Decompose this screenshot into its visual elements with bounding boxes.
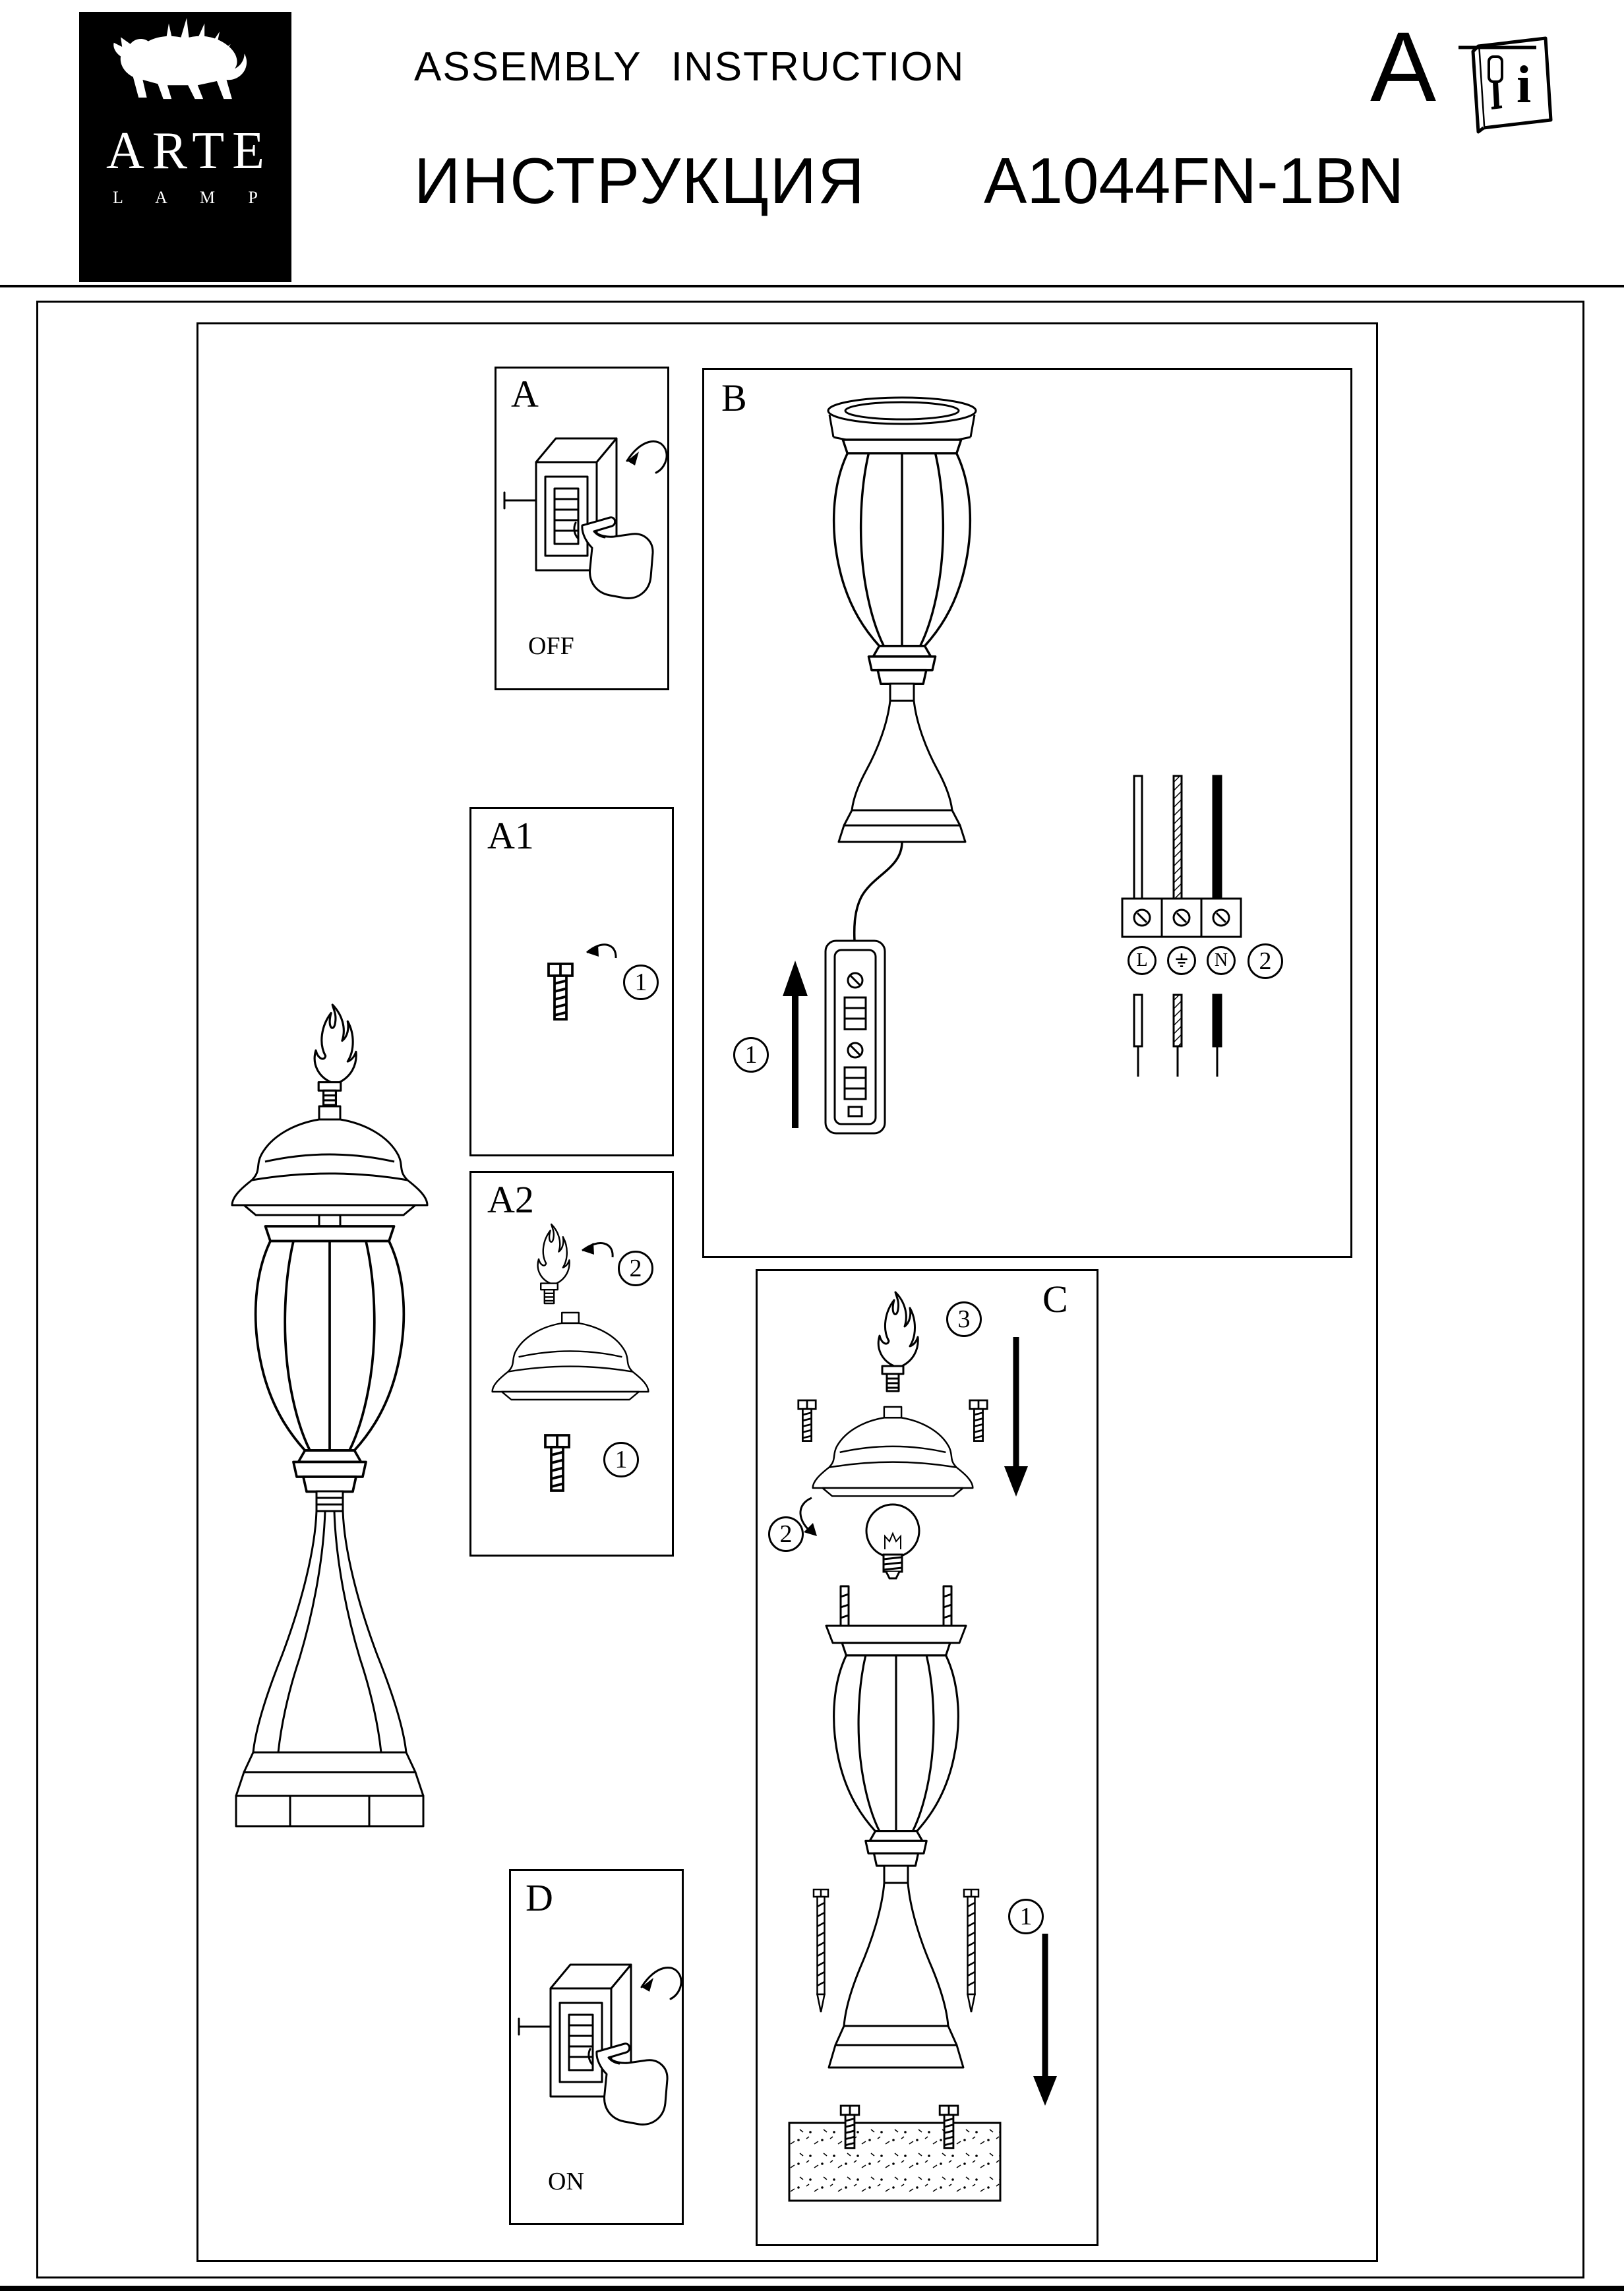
content-frame-outer	[36, 301, 1584, 2278]
lamp-neck	[318, 1214, 342, 1228]
terminal-plate	[824, 939, 886, 1135]
ground-block	[788, 2104, 1002, 2202]
panel-a1-label: A1	[487, 814, 534, 857]
step-1-badge: 1	[623, 965, 659, 1000]
step-1-badge: 1	[603, 1442, 639, 1477]
step-1-badge: 1	[1008, 1899, 1044, 1934]
switch-off-label: OFF	[528, 632, 574, 660]
info-letter: i	[1517, 56, 1532, 114]
brand-name: ARTE	[105, 122, 273, 180]
content-frame-inner	[196, 322, 1378, 2262]
assembled-lamp-drawing	[231, 1003, 429, 1828]
arrowhead	[587, 945, 599, 957]
panel-c-label: C	[1042, 1278, 1068, 1321]
lamp-wiring-drawing	[783, 396, 1242, 1135]
section-letter: A	[1370, 11, 1437, 122]
screw-step-drawing	[547, 943, 617, 1021]
lantern-flange	[825, 1585, 967, 1644]
switch-on-label: ON	[548, 2168, 584, 2195]
step-1-badge: 1	[733, 1037, 769, 1073]
switch-on-drawing	[518, 1963, 682, 2126]
power-cord	[853, 841, 903, 941]
cap-down-arrow	[1004, 1337, 1028, 1497]
finial-cap-drawing	[491, 1223, 649, 1492]
panel-d: D ON	[509, 1869, 684, 2225]
lamp-pedestal	[827, 1864, 965, 2069]
panel-b: B	[702, 368, 1352, 1258]
step-2-badge: 2	[1248, 943, 1283, 979]
insert-up-arrow	[783, 961, 808, 1128]
terminal-l-badge: L	[1128, 946, 1157, 975]
lantern-top	[827, 396, 977, 446]
title-russian: ИНСТРУКЦИЯ	[414, 144, 866, 217]
header-divider	[0, 285, 1624, 287]
winged-lion-icon	[113, 18, 247, 100]
wiring-detail	[1121, 775, 1242, 1077]
panel-b-label: B	[721, 376, 747, 419]
manual-book-icon: i	[1459, 28, 1557, 138]
panel-a2-label: A2	[487, 1178, 534, 1221]
lamp-pedestal	[235, 1490, 425, 1828]
page-bottom-edge	[0, 2286, 1624, 2291]
panel-a-label: A	[511, 372, 539, 415]
brand-logo: ARTE L A M P	[79, 12, 291, 282]
step-3-badge: 3	[946, 1301, 982, 1337]
step-2-badge: 2	[768, 1516, 804, 1552]
arrowhead	[804, 1523, 817, 1536]
panel-d-label: D	[526, 1876, 553, 1919]
anchor-down-arrow	[1033, 1934, 1057, 2106]
exploded-assembly-drawing	[788, 1291, 1057, 2202]
lantern-stand	[837, 682, 967, 843]
panel-a2: A2 2 1	[469, 1171, 674, 1557]
title-english: ASSEMBLY INSTRUCTION	[414, 44, 965, 90]
panel-a1: A1 1	[469, 807, 674, 1156]
step-2-badge: 2	[618, 1251, 653, 1286]
arrowhead	[582, 1243, 594, 1255]
switch-off-drawing	[503, 437, 668, 599]
brand-subtitle: L A M P	[113, 188, 272, 207]
terminal-earth-badge	[1167, 946, 1196, 975]
panel-a: A OFF	[495, 367, 669, 690]
model-number: A1044FN-1BN	[984, 144, 1404, 217]
terminal-n-badge: N	[1207, 946, 1236, 975]
earth-ground-icon	[1176, 953, 1188, 967]
book-icon	[1459, 36, 1553, 134]
panel-c: C	[756, 1269, 1098, 2246]
